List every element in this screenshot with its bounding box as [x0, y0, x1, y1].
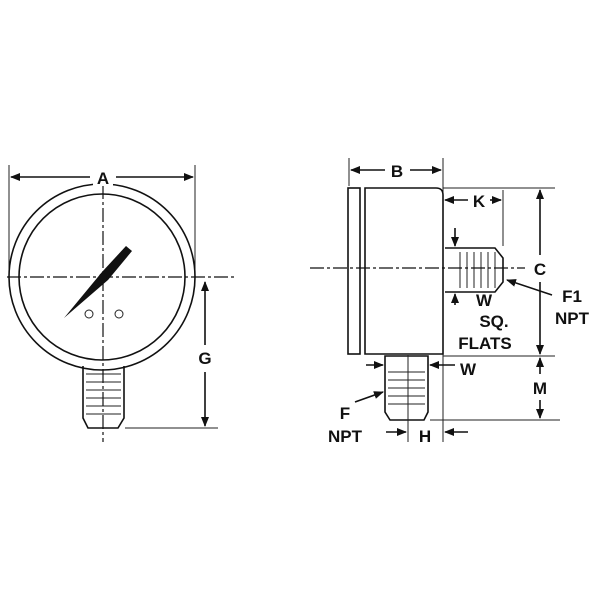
dimension-label-g: G: [198, 349, 211, 368]
front-view: A G: [7, 165, 237, 442]
gauge-case: [364, 187, 444, 355]
back-connector-threads: [459, 252, 496, 288]
label-f1: F1: [562, 287, 582, 306]
bottom-stem-threads: [388, 371, 425, 405]
label-f1-npt: NPT: [555, 309, 590, 328]
label-f-npt: NPT: [328, 427, 363, 446]
f-leader-arrow: [354, 391, 384, 403]
label-sq: SQ.: [479, 312, 508, 331]
label-w-flats: W: [476, 291, 493, 310]
dial-screw-right: [114, 309, 124, 319]
dimension-label-m: M: [533, 379, 547, 398]
dimension-label-a: A: [97, 169, 109, 188]
front-flange: [347, 187, 361, 355]
dial-screw-left: [84, 309, 94, 319]
label-f: F: [340, 404, 350, 423]
dimension-label-b: B: [391, 162, 403, 181]
label-flats: FLATS: [458, 334, 512, 353]
f1-leader-arrow: [506, 279, 553, 296]
side-view: B K C F1 NPT W SQ. FLATS W M F NPT H: [310, 158, 590, 446]
label-w-bottom: W: [460, 360, 477, 379]
dimension-label-c: C: [534, 260, 546, 279]
needle-hub: [99, 273, 107, 281]
dimension-label-h: H: [419, 427, 431, 446]
bottom-stem: [384, 355, 429, 421]
back-connector: [445, 247, 504, 293]
dimension-label-k: K: [473, 192, 486, 211]
gauge-needle: [64, 246, 132, 318]
